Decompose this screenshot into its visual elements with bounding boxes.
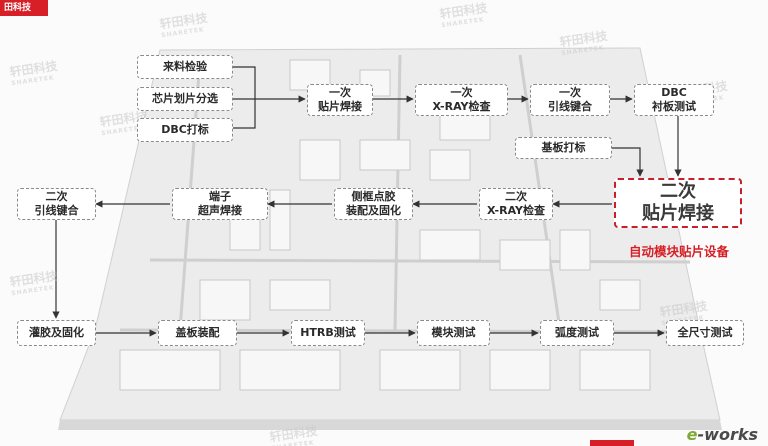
- step-dbc-substrate-test: DBC 衬板测试: [634, 84, 714, 116]
- step-first-wire-bonding: 一次 引线键合: [530, 84, 610, 116]
- step-cover-assembly: 盖板装配: [158, 320, 237, 346]
- step-second-xray: 二次 X-RAY检查: [479, 188, 553, 220]
- eworks-logo: e-works: [686, 425, 758, 444]
- equipment: [119, 59, 651, 391]
- flow-arrows: [52, 66, 682, 337]
- footer-accent-bar: [590, 440, 634, 446]
- step-curvature-test: 弧度测试: [540, 320, 614, 346]
- step-incoming-inspection: 来料检验: [137, 55, 233, 79]
- step-frame-dispensing: 侧框点胶 装配及固化: [334, 188, 413, 220]
- step-second-die-bonding: 二次 贴片焊接: [614, 178, 742, 228]
- step-htrb-test: HTRB测试: [291, 320, 365, 346]
- step-baseplate-marking: 基板打标: [515, 137, 612, 159]
- brand-badge: 田科技: [0, 0, 48, 16]
- floor-edge: [58, 420, 722, 430]
- step-potting-curing: 灌胶及固化: [17, 320, 96, 346]
- step-terminal-ultrasonic: 端子 超声焊接: [172, 188, 268, 220]
- step-dbc-marking: DBC打标: [137, 118, 233, 142]
- highlight-subtitle: 自动模块贴片设备: [628, 244, 729, 259]
- step-first-die-bonding: 一次 贴片焊接: [307, 84, 373, 116]
- step-module-test: 模块测试: [417, 320, 490, 346]
- step-full-dimension-test: 全尺寸测试: [666, 320, 744, 346]
- step-chip-dicing-sorting: 芯片划片分选: [137, 87, 233, 111]
- step-second-wire-bonding: 二次 引线键合: [17, 188, 96, 220]
- step-first-xray: 一次 X-RAY检查: [415, 84, 508, 116]
